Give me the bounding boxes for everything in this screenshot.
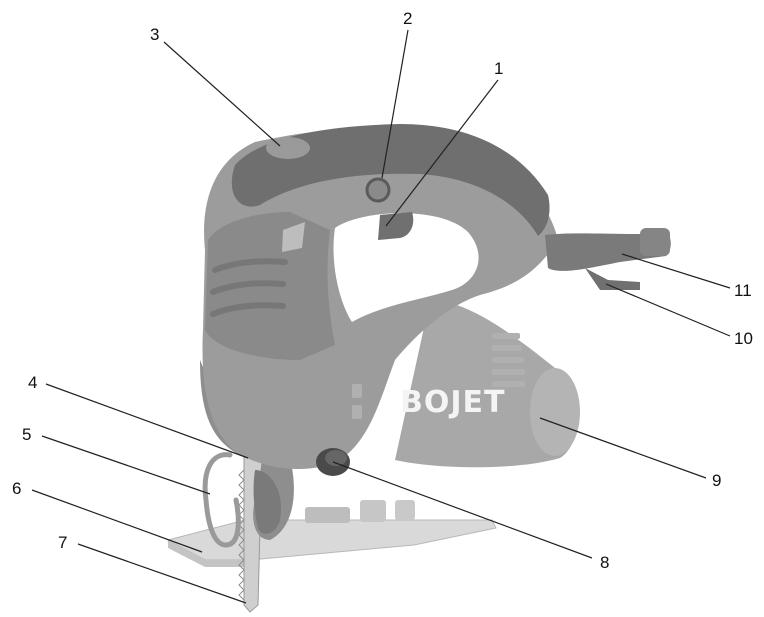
callout-numbers: 1 2 3 4 5 6 7 8 9 10 11: [12, 9, 753, 572]
leader-10: [605, 283, 731, 337]
leader-4: [45, 383, 249, 459]
callout-1: 1: [494, 59, 503, 78]
leader-1: [385, 79, 499, 227]
handle-opening: [333, 213, 479, 322]
callout-10: 10: [734, 329, 753, 348]
top-button: [266, 137, 310, 159]
leader-11: [621, 253, 731, 289]
blade-guard: [202, 452, 241, 548]
leader-3: [163, 41, 281, 147]
leader-2: [381, 29, 409, 179]
leader-5: [41, 435, 211, 495]
callout-8: 8: [600, 553, 609, 572]
callout-7: 7: [58, 533, 67, 552]
callout-4: 4: [28, 373, 37, 392]
leader-8: [332, 461, 593, 559]
brand-logo: BOJET: [400, 385, 506, 420]
leader-6: [31, 489, 203, 553]
lock-button: [365, 177, 391, 203]
handle-grip: [231, 124, 550, 236]
cord-guard: [545, 228, 671, 290]
callout-9: 9: [712, 471, 721, 490]
callout-5: 5: [22, 425, 31, 444]
leader-9: [539, 417, 707, 479]
callout-11: 11: [734, 281, 752, 300]
callout-3: 3: [150, 25, 159, 44]
leader-7: [77, 543, 247, 604]
callout-2: 2: [403, 9, 412, 28]
jigsaw-illustration: BOJET: [166, 124, 671, 613]
leader-lines: [31, 29, 731, 604]
callout-6: 6: [12, 479, 21, 498]
trigger: [378, 212, 414, 240]
